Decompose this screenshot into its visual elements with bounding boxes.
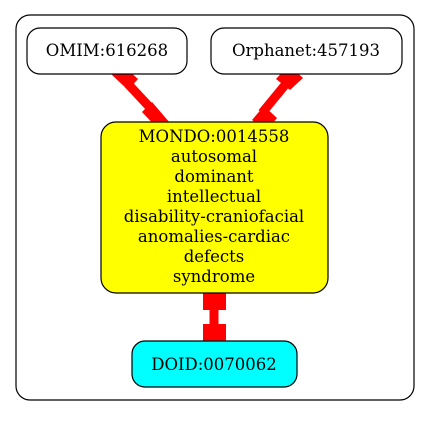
node-mondo-box [100,121,329,294]
node-orphanet[interactable]: Orphanet:457193 [210,27,403,75]
node-mondo-line: dominant [174,167,254,186]
node-doid-box [131,340,298,388]
graph-cluster-border [15,14,415,401]
node-mondo-line: intellectual [167,187,261,206]
node-omim-box [26,27,188,75]
edge-orphanet-mondo [252,65,303,131]
node-mondo-line: autosomal [171,147,257,166]
node-mondo-line: syndrome [173,267,255,286]
node-doid[interactable]: DOID:0070062 [131,340,298,388]
node-doid-label: DOID:0070062 [151,355,277,374]
node-mondo-line: disability-craniofacial [124,207,304,226]
node-mondo-line: MONDO:0014558 [139,127,290,146]
node-orphanet-label: Orphanet:457193 [232,41,380,60]
node-mondo-line: defects [184,247,245,266]
node-omim-label: OMIM:616268 [46,41,168,60]
node-omim[interactable]: OMIM:616268 [26,27,188,75]
node-mondo-line: anomalies-cardiac [138,227,290,246]
node-mondo[interactable]: MONDO:0014558 autosomal dominant intelle… [100,121,329,294]
edge-mondo-doid [203,288,226,346]
node-orphanet-box [210,27,403,75]
